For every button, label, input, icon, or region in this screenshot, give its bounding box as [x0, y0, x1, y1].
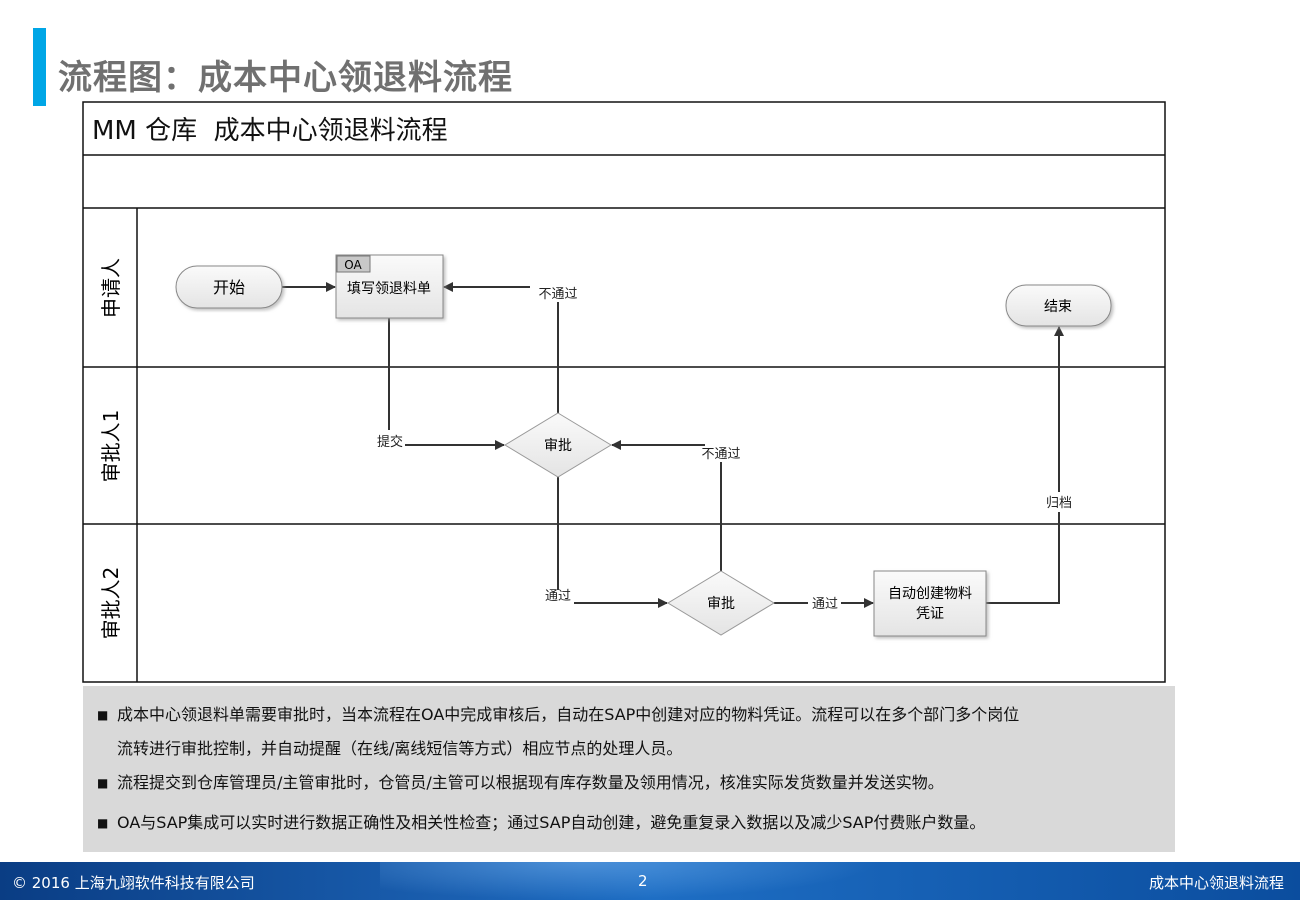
- lane-label-approver1: 审批人1: [99, 410, 123, 483]
- note-text: 流转进行审批控制，并自动提醒（在线/离线短信等方式）相应节点的处理人员。: [117, 739, 683, 758]
- page-number: 2: [638, 872, 648, 890]
- note-text: 流程提交到仓库管理员/主管审批时，仓管员/主管可以根据现有库存数量及领用情况，核…: [117, 773, 944, 792]
- note-item: ■ OA与SAP集成可以实时进行数据正确性及相关性检查；通过SAP自动创建，避免重…: [97, 806, 1161, 840]
- bullet-icon: ■: [97, 708, 109, 722]
- swimlane-frame: [82, 101, 1166, 683]
- oa-tag: [336, 255, 371, 273]
- approve2-label: 审批: [707, 596, 735, 612]
- footer-copyright: © 2016 上海九翊软件科技有限公司: [12, 874, 255, 892]
- edge-label-pass1: 通过: [545, 589, 571, 604]
- lane-label-approver2: 审批人2: [99, 567, 123, 640]
- edge-archive-a: [986, 512, 1060, 604]
- note-text: OA与SAP集成可以实时进行数据正确性及相关性检查；通过SAP自动创建，避免重复…: [117, 813, 986, 832]
- edge-label-submit: 提交: [377, 434, 403, 450]
- connectors: [282, 282, 1064, 608]
- title-accent-bar: [33, 28, 46, 106]
- oa-tag-label: OA: [344, 258, 362, 272]
- end-node[interactable]: [1005, 284, 1112, 327]
- start-label: 开始: [213, 278, 245, 297]
- note-text: 成本中心领退料单需要审批时，当本流程在OA中完成审核后，自动在SAP中创建对应的…: [117, 705, 1020, 724]
- lane-label-applicant: 申请人: [99, 258, 123, 318]
- bullet-icon: ■: [97, 776, 109, 790]
- footer-bar: © 2016 上海九翊软件科技有限公司 2 成本中心领退料流程: [0, 862, 1300, 900]
- edge-label-reject1: 不通过: [538, 287, 577, 302]
- diagram-title: MM 仓库 成本中心领退料流程: [92, 116, 448, 146]
- edge-label-reject2: 不通过: [701, 447, 740, 462]
- bullet-icon: ■: [97, 816, 109, 830]
- create-doc-label-2: 凭证: [916, 606, 944, 622]
- edge-label-archive: 归档: [1046, 496, 1072, 511]
- approve2-decision[interactable]: [667, 570, 775, 636]
- fill-form-label: 填写领退料单: [347, 281, 431, 297]
- end-label: 结束: [1044, 299, 1072, 315]
- create-doc-label-1: 自动创建物料: [888, 586, 972, 602]
- notes-panel: ■ 成本中心领退料单需要审批时，当本流程在OA中完成审核后，自动在SAP中创建对应…: [83, 686, 1175, 852]
- footer-section-title: 成本中心领退料流程: [1148, 874, 1284, 892]
- page-title: 流程图：成本中心领退料流程: [58, 58, 513, 98]
- edge-label-pass2: 通过: [812, 597, 838, 612]
- approve1-decision[interactable]: [504, 412, 612, 478]
- footer-wave-decoration: [380, 862, 880, 900]
- create-doc-node[interactable]: [873, 570, 987, 637]
- approve1-label: 审批: [544, 438, 572, 454]
- note-item: ■ 成本中心领退料单需要审批时，当本流程在OA中完成审核后，自动在SAP中创建对应…: [97, 698, 1161, 766]
- start-node[interactable]: [175, 265, 283, 309]
- note-item: ■ 流程提交到仓库管理员/主管审批时，仓管员/主管可以根据现有库存数量及领用情况，…: [97, 766, 1161, 800]
